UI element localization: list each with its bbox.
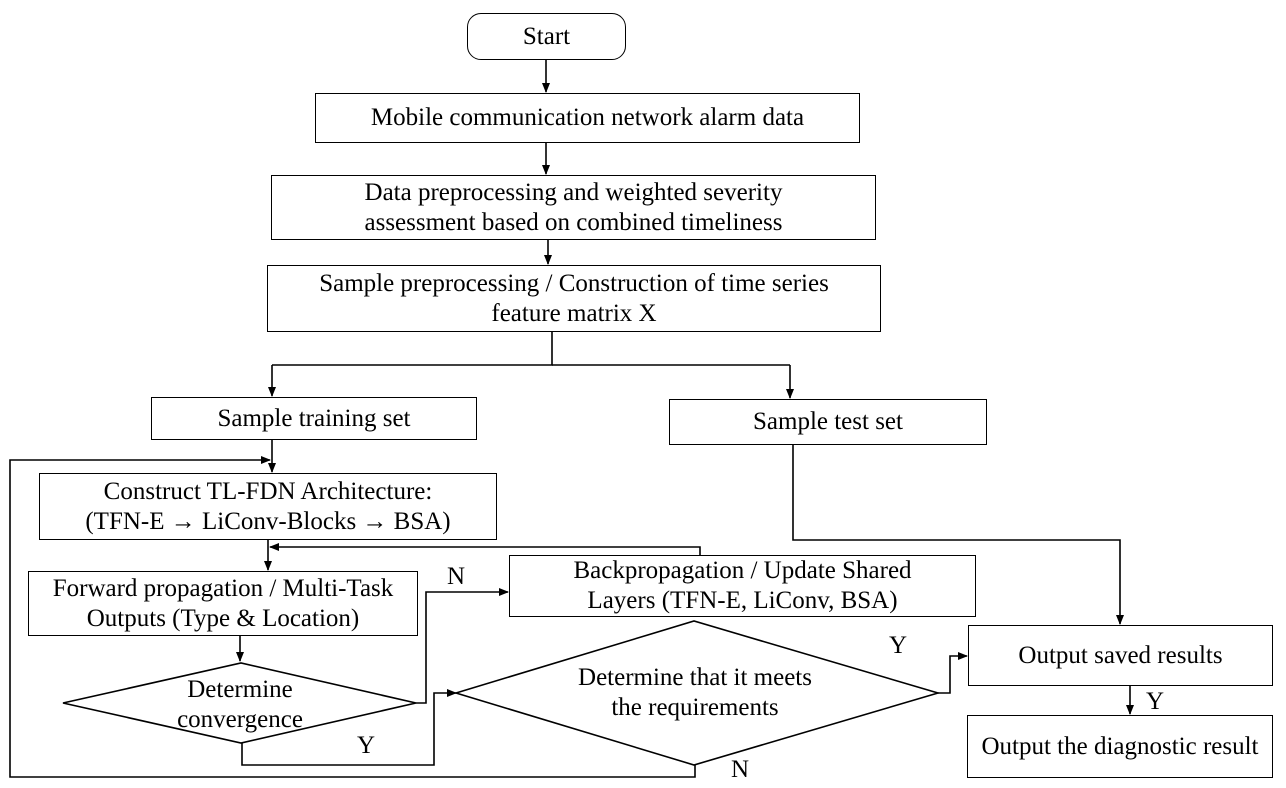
sample-preprocess-box: Sample preprocessing / Construction of t…: [267, 265, 881, 332]
construct-architecture-line1: Construct TL-FDN Architecture:: [103, 477, 433, 505]
requirements-diamond-shape: [453, 620, 941, 766]
convergence-no-label: N: [447, 563, 466, 590]
output-diagnostic-box: Output the diagnostic result: [967, 715, 1273, 778]
start-label: Start: [522, 22, 571, 50]
arrow-test-to-output: [792, 445, 1124, 625]
arrow-convergence-yes-to-requirements: [241, 689, 457, 766]
forward-propagation-box: Forward propagation / Multi-Task Outputs…: [28, 571, 418, 636]
convergence-decision: Determine convergence: [150, 675, 330, 735]
output-saved-box: Output saved results: [968, 625, 1273, 686]
start-node: Start: [467, 13, 626, 60]
loop-requirements-no-to-architecture: [9, 456, 696, 778]
arrow-convergence-no-to-backprop: [416, 588, 509, 704]
arrow-requirements-yes-to-output: [938, 652, 968, 694]
alarm-data-label: Mobile communication network alarm data: [370, 104, 805, 131]
training-set-label: Sample training set: [217, 404, 411, 432]
requirements-label: Determine that it meets the requirements: [578, 663, 812, 721]
split-connector: [272, 332, 553, 366]
loop-backprop-to-forward: [269, 543, 701, 555]
output-saved-label: Output saved results: [1018, 641, 1223, 669]
saved-to-diagnostic-yes-label: Y: [1146, 688, 1165, 715]
convergence-label: Determine convergence: [177, 676, 303, 733]
requirements-no-label: N: [731, 756, 750, 783]
preprocess-box: Data preprocessing and weighted severity…: [271, 175, 876, 240]
requirements-yes-label: Y: [889, 632, 908, 659]
construct-architecture-box: Construct TL-FDN Architecture: (TFN-E → …: [39, 473, 497, 540]
requirements-decision: Determine that it meets the requirements: [575, 645, 815, 740]
training-set-box: Sample training set: [151, 397, 477, 440]
backpropagation-box: Backpropagation / Update Shared Layers (…: [509, 555, 976, 617]
output-diagnostic-label: Output the diagnostic result: [981, 732, 1259, 760]
test-set-box: Sample test set: [669, 399, 987, 445]
convergence-yes-label: Y: [357, 732, 376, 759]
preprocess-label: Data preprocessing and weighted severity…: [364, 178, 783, 236]
backpropagation-label: Backpropagation / Update Shared Layers (…: [573, 557, 912, 614]
sample-preprocess-label: Sample preprocessing / Construction of t…: [319, 269, 829, 327]
construct-architecture-line2: (TFN-E → LiConv-Blocks → BSA): [85, 507, 451, 535]
test-set-label: Sample test set: [753, 408, 903, 435]
convergence-diamond-shape: [62, 662, 417, 744]
forward-propagation-label: Forward propagation / Multi-Task Outputs…: [52, 574, 394, 632]
alarm-data-box: Mobile communication network alarm data: [315, 93, 860, 143]
